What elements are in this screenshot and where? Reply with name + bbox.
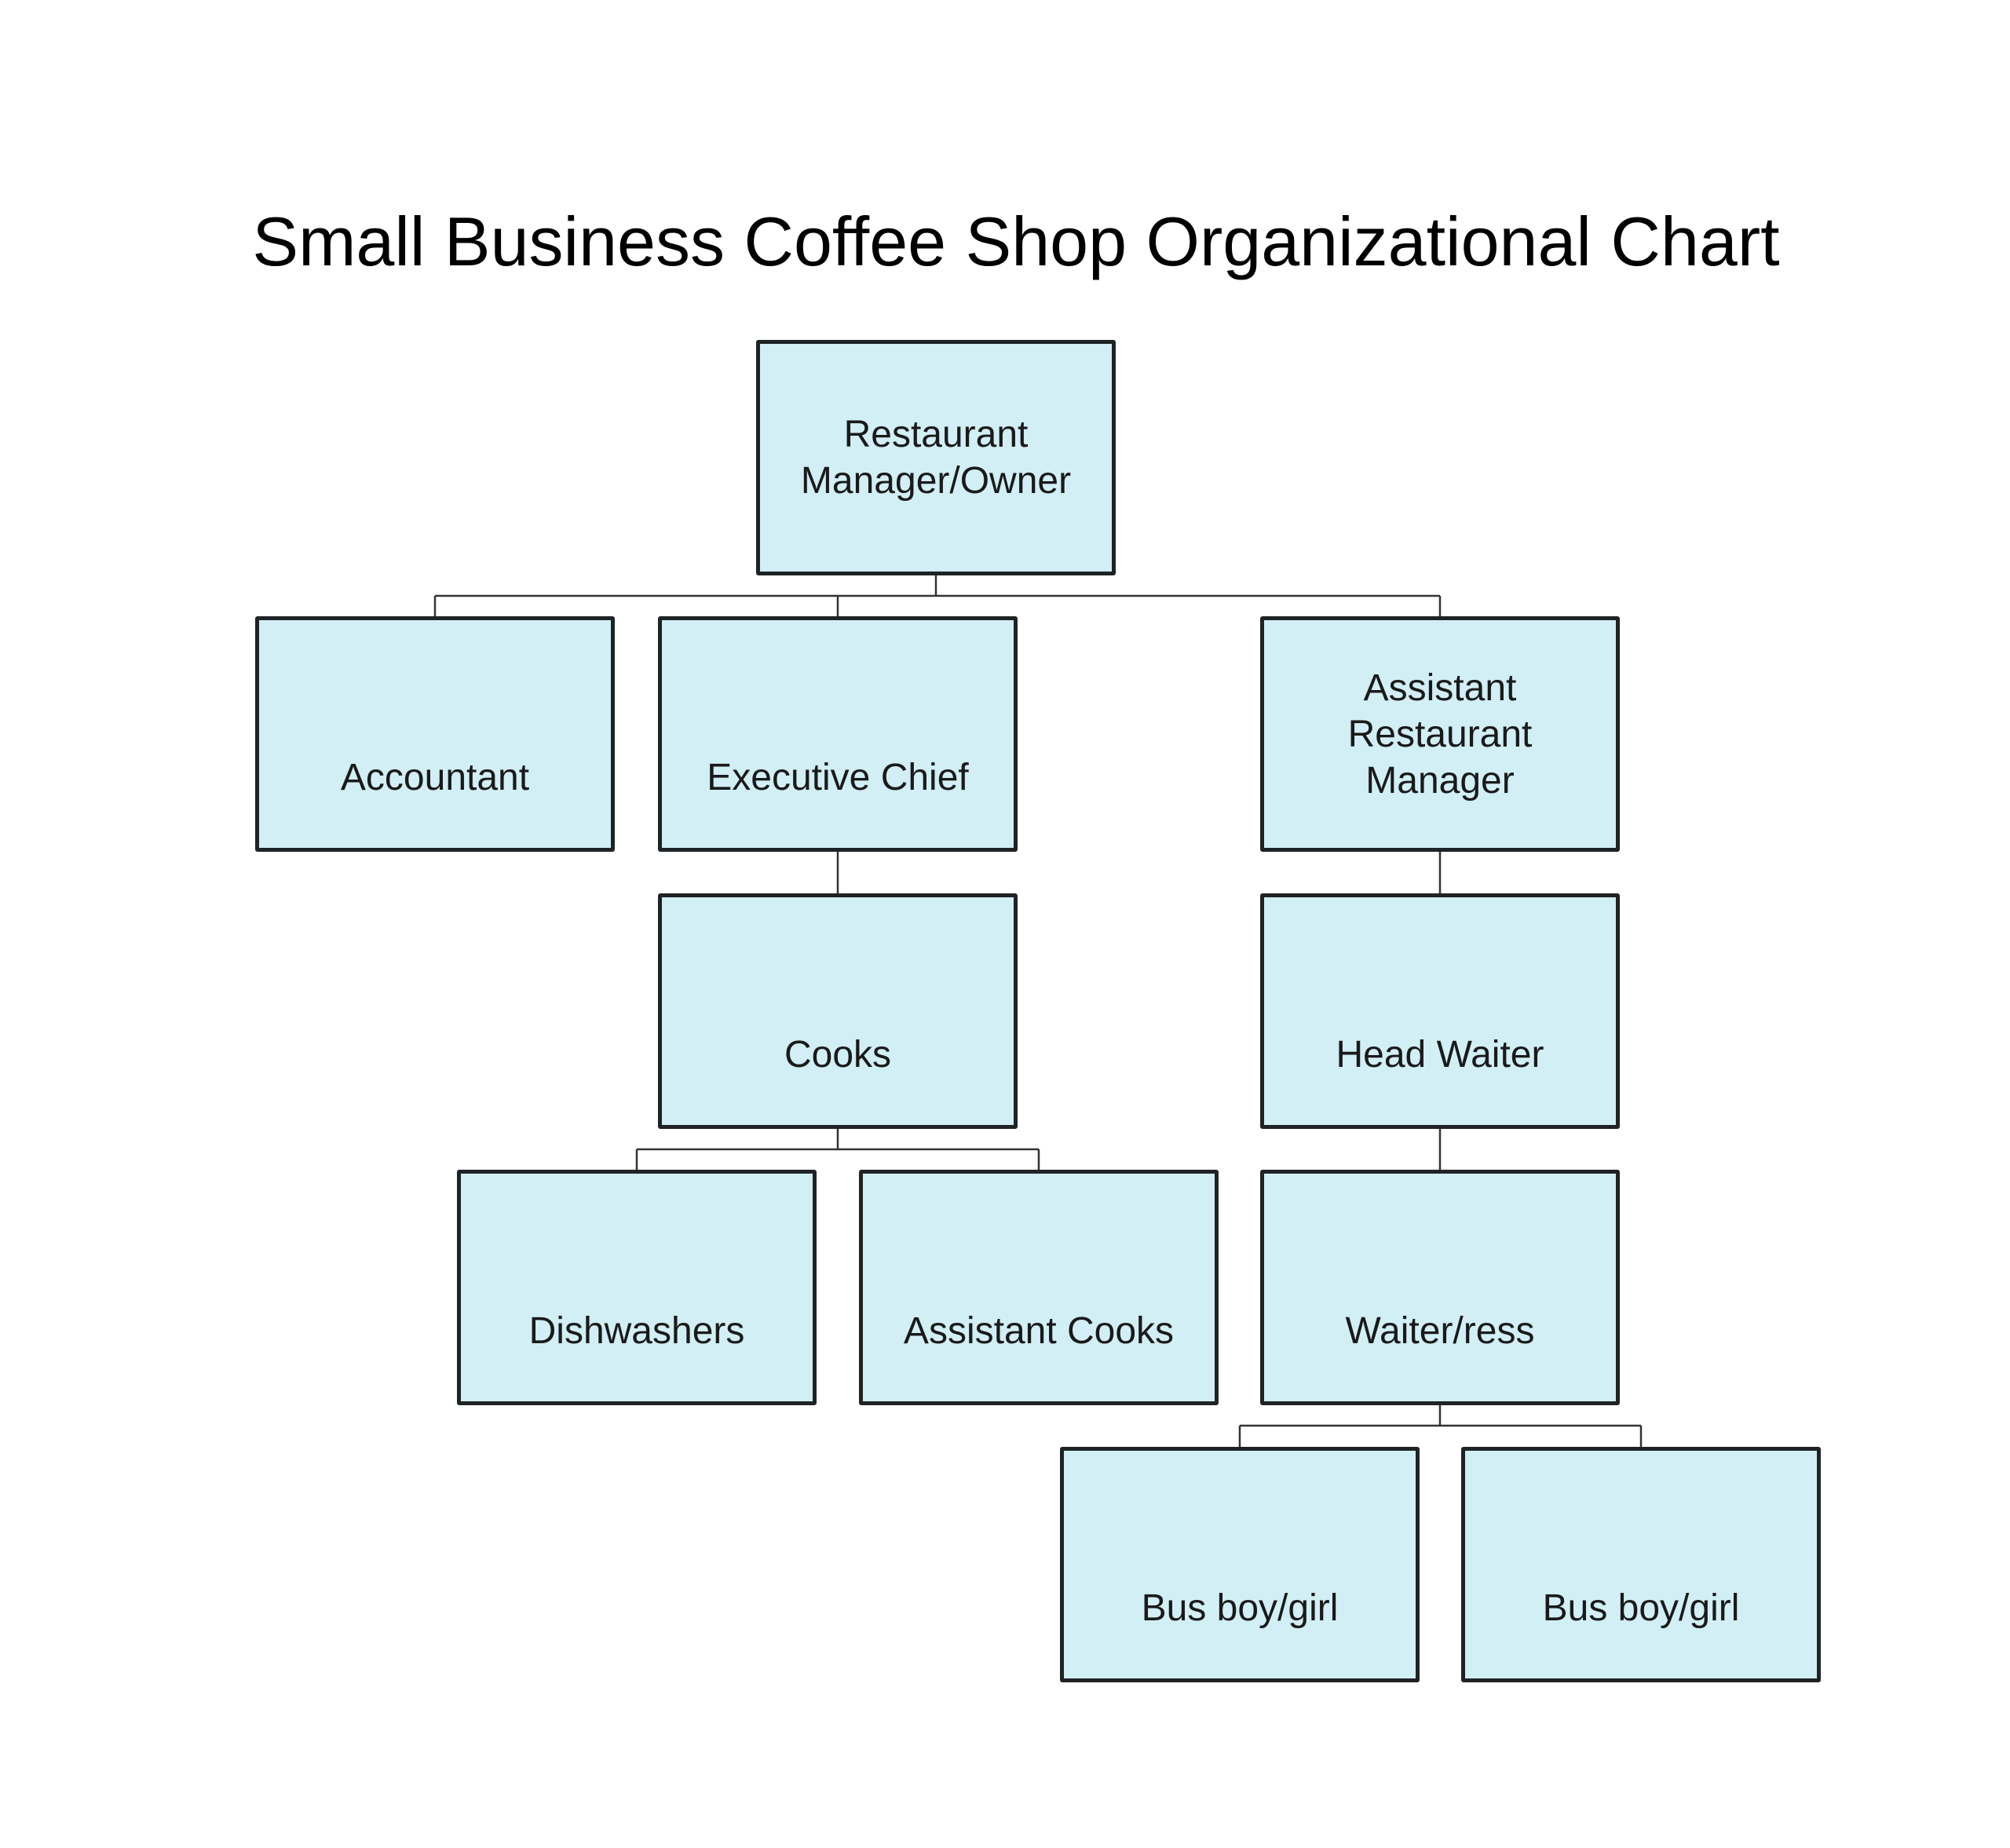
node-label-line: Manager [1365,759,1515,802]
node-label: Bus boy/girl [1141,1587,1339,1629]
node-executive-chief[interactable]: Executive Chief [658,616,1018,852]
node-restaurant-manager-owner[interactable]: Restaurant Manager/Owner [756,340,1116,575]
node-cooks[interactable]: Cooks [658,893,1018,1129]
node-label: Head Waiter [1336,1033,1544,1076]
chart-title: Small Business Coffee Shop Organizationa… [252,203,1780,280]
node-dishwashers[interactable]: Dishwashers [457,1170,817,1405]
node-label-line: Assistant [1363,667,1517,709]
node-label: Bus boy/girl [1542,1587,1740,1629]
node-bus-boy-girl-2[interactable]: Bus boy/girl [1461,1447,1821,1682]
node-label: Waiter/ress [1345,1309,1535,1352]
node-head-waiter[interactable]: Head Waiter [1260,893,1620,1129]
node-label: Dishwashers [528,1309,745,1352]
node-label: Accountant [340,756,530,798]
node-label: Executive Chief [707,756,969,798]
node-assistant-cooks[interactable]: Assistant Cooks [859,1170,1219,1405]
node-label-line: Manager/Owner [800,460,1072,502]
node-waiter-ress[interactable]: Waiter/ress [1260,1170,1620,1405]
node-label: Assistant Cooks [903,1309,1175,1352]
node-label-line: Restaurant [1347,713,1533,755]
node-assistant-restaurant-manager[interactable]: Assistant Restaurant Manager [1260,616,1620,852]
node-accountant[interactable]: Accountant [255,616,615,852]
node-label: Cooks [784,1033,892,1076]
node-bus-boy-girl-1[interactable]: Bus boy/girl [1060,1447,1420,1682]
node-label-line: Restaurant [843,414,1029,455]
